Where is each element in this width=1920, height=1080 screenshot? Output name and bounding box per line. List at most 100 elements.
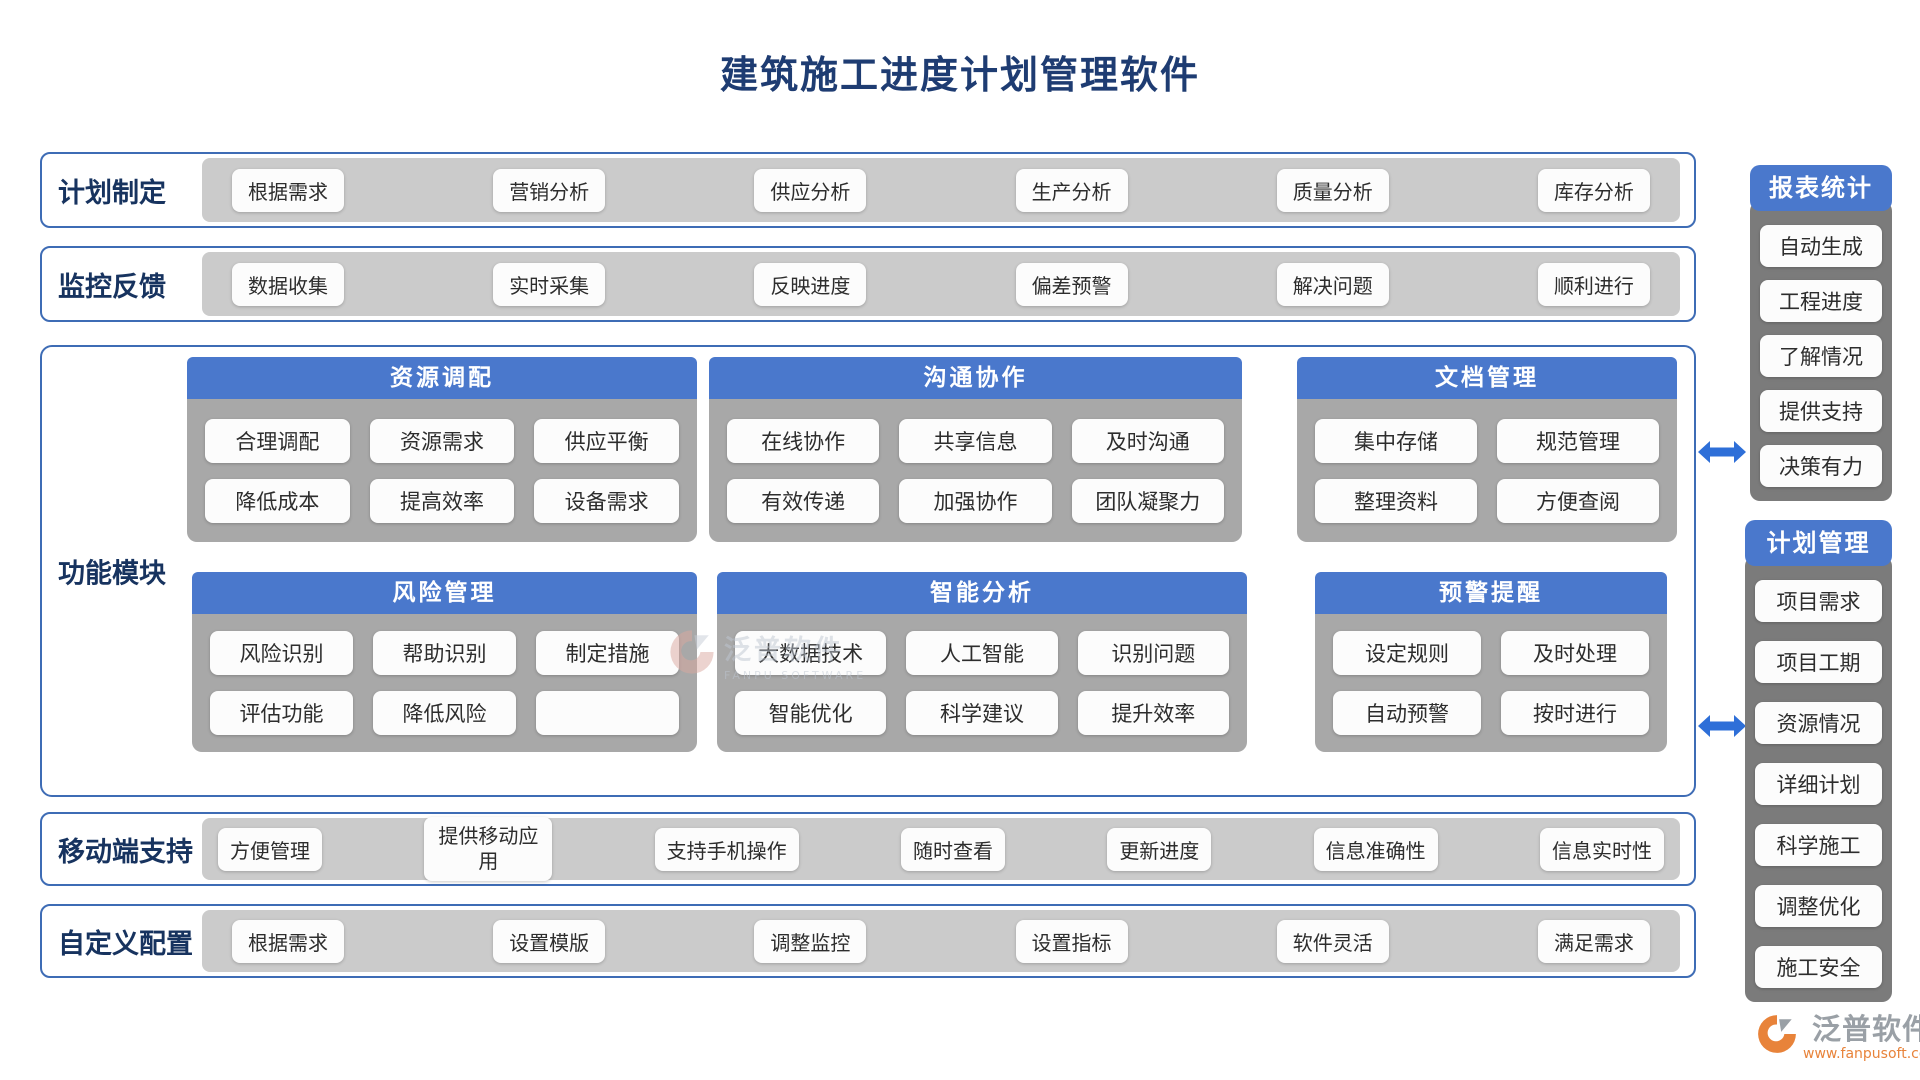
chip-monitor-4[interactable]: 偏差预警: [1015, 262, 1128, 306]
chip-alert-4[interactable]: 按时进行: [1501, 691, 1649, 735]
panel-header-analysis: 智能分析: [717, 572, 1247, 614]
panel-alert: 预警提醒 设定规则 及时处理 自动预警 按时进行: [1315, 572, 1667, 752]
chip-mobile-3[interactable]: 支持手机操作: [654, 827, 799, 871]
chip-monitor-2[interactable]: 实时采集: [493, 262, 606, 306]
chip-doc-2[interactable]: 规范管理: [1497, 418, 1659, 463]
chip-resource-2[interactable]: 资源需求: [369, 418, 515, 463]
chip-comm-1[interactable]: 在线协作: [727, 418, 880, 463]
chip-mobile-2[interactable]: 提供移动应用: [424, 817, 553, 881]
modules-box: 功能模块 资源调配 合理调配 资源需求 供应平衡 降低成本 提高效率 设备需求 …: [40, 345, 1696, 797]
panel-risk: 风险管理 风险识别 帮助识别 制定措施 评估功能 降低风险: [192, 572, 697, 752]
footer-url-link[interactable]: www.fanpusoft.com: [1803, 1046, 1920, 1062]
sidebar-report-item-5[interactable]: 决策有力: [1760, 445, 1882, 487]
chip-risk-4[interactable]: 评估功能: [210, 691, 353, 735]
double-arrow-icon: [1698, 441, 1746, 463]
footer-brand-name: 泛普软件: [1812, 1012, 1920, 1046]
chip-plan-3[interactable]: 供应分析: [754, 168, 867, 212]
panel-header-resource: 资源调配: [187, 357, 697, 399]
chip-plan-5[interactable]: 质量分析: [1276, 168, 1389, 212]
chip-comm-3[interactable]: 及时沟通: [1071, 418, 1224, 463]
chip-risk-1[interactable]: 风险识别: [210, 631, 353, 675]
chip-alert-1[interactable]: 设定规则: [1333, 631, 1481, 675]
chip-plan-6[interactable]: 库存分析: [1537, 168, 1650, 212]
sidebar-plan-item-2[interactable]: 项目工期: [1755, 641, 1882, 683]
chip-alert-2[interactable]: 及时处理: [1501, 631, 1649, 675]
chip-resource-6[interactable]: 设备需求: [534, 478, 679, 523]
row-monitor: 监控反馈 数据收集 实时采集 反映进度 偏差预警 解决问题 顺利进行: [40, 246, 1696, 322]
chip-mobile-1[interactable]: 方便管理: [218, 827, 322, 871]
chip-risk-3[interactable]: 制定措施: [536, 631, 679, 675]
chip-ai-1[interactable]: 大数据技术: [735, 631, 887, 675]
row-plan: 计划制定 根据需求 营销分析 供应分析 生产分析 质量分析 库存分析: [40, 152, 1696, 228]
chip-custom-2[interactable]: 设置模版: [493, 919, 606, 963]
chip-monitor-1[interactable]: 数据收集: [232, 262, 344, 306]
chip-ai-3[interactable]: 识别问题: [1077, 631, 1229, 675]
chip-risk-6[interactable]: [536, 691, 679, 735]
chip-monitor-5[interactable]: 解决问题: [1276, 262, 1389, 306]
footer-logo-icon: [1758, 1015, 1796, 1053]
panel-resource: 资源调配 合理调配 资源需求 供应平衡 降低成本 提高效率 设备需求: [187, 357, 697, 542]
chip-resource-4[interactable]: 降低成本: [205, 478, 350, 523]
chip-plan-2[interactable]: 营销分析: [493, 168, 606, 212]
chip-mobile-6[interactable]: 信息准确性: [1313, 827, 1438, 871]
chip-comm-6[interactable]: 团队凝聚力: [1071, 478, 1224, 523]
chip-doc-3[interactable]: 整理资料: [1315, 478, 1477, 523]
panel-body-resource: 合理调配 资源需求 供应平衡 降低成本 提高效率 设备需求: [187, 399, 697, 542]
chip-ai-6[interactable]: 提升效率: [1077, 691, 1229, 735]
chip-risk-5[interactable]: 降低风险: [373, 691, 516, 735]
chip-plan-1[interactable]: 根据需求: [232, 168, 344, 212]
sidebar-plan-item-7[interactable]: 施工安全: [1755, 946, 1882, 988]
footer-brand-block: 泛普软件 www.fanpusoft.com: [1756, 1006, 1920, 1062]
chip-doc-4[interactable]: 方便查阅: [1497, 478, 1659, 523]
sidebar-plan-item-6[interactable]: 调整优化: [1755, 885, 1882, 927]
sidebar-plan-item-5[interactable]: 科学施工: [1755, 824, 1882, 866]
sidebar-report-item-3[interactable]: 了解情况: [1760, 335, 1882, 377]
sidebar-report-body: 自动生成 工程进度 了解情况 提供支持 决策有力: [1750, 201, 1892, 501]
chip-mobile-7[interactable]: 信息实时性: [1539, 827, 1664, 871]
chip-ai-4[interactable]: 智能优化: [735, 691, 887, 735]
chip-custom-3[interactable]: 调整监控: [754, 919, 867, 963]
chip-custom-1[interactable]: 根据需求: [232, 919, 344, 963]
row-label-monitor: 监控反馈: [58, 271, 166, 303]
chip-ai-5[interactable]: 科学建议: [906, 691, 1058, 735]
row-bar-custom: 根据需求 设置模版 调整监控 设置指标 软件灵活 满足需求: [202, 910, 1680, 972]
chip-comm-4[interactable]: 有效传递: [727, 478, 880, 523]
sidebar-report-box: 报表统计 自动生成 工程进度 了解情况 提供支持 决策有力: [1750, 165, 1892, 501]
panel-communication: 沟通协作 在线协作 共享信息 及时沟通 有效传递 加强协作 团队凝聚力: [709, 357, 1242, 542]
chip-alert-3[interactable]: 自动预警: [1333, 691, 1481, 735]
panel-body-analysis: 大数据技术 人工智能 识别问题 智能优化 科学建议 提升效率: [717, 614, 1247, 752]
sidebar-plan-item-1[interactable]: 项目需求: [1755, 580, 1882, 622]
chip-mobile-5[interactable]: 更新进度: [1107, 827, 1212, 871]
chip-plan-4[interactable]: 生产分析: [1015, 168, 1128, 212]
panel-document: 文档管理 集中存储 规范管理 整理资料 方便查阅: [1297, 357, 1677, 542]
row-bar-monitor: 数据收集 实时采集 反映进度 偏差预警 解决问题 顺利进行: [202, 252, 1680, 316]
chip-custom-5[interactable]: 软件灵活: [1276, 919, 1389, 963]
sidebar-plan-item-3[interactable]: 资源情况: [1755, 702, 1882, 744]
sidebar-report-title: 报表统计: [1750, 165, 1892, 211]
sidebar-report-item-2[interactable]: 工程进度: [1760, 280, 1882, 322]
chip-ai-2[interactable]: 人工智能: [906, 631, 1058, 675]
panel-analysis: 智能分析 大数据技术 人工智能 识别问题 智能优化 科学建议 提升效率: [717, 572, 1247, 752]
chip-resource-1[interactable]: 合理调配: [205, 418, 350, 463]
sidebar-plan-box: 计划管理 项目需求 项目工期 资源情况 详细计划 科学施工 调整优化 施工安全: [1745, 520, 1892, 1002]
chip-mobile-4[interactable]: 随时查看: [900, 827, 1005, 871]
chip-comm-2[interactable]: 共享信息: [899, 418, 1052, 463]
panel-body-document: 集中存储 规范管理 整理资料 方便查阅: [1297, 399, 1677, 542]
chip-custom-6[interactable]: 满足需求: [1537, 919, 1650, 963]
chip-monitor-6[interactable]: 顺利进行: [1537, 262, 1650, 306]
row-mobile: 移动端支持 方便管理 提供移动应用 支持手机操作 随时查看 更新进度 信息准确性…: [40, 812, 1696, 886]
chip-resource-5[interactable]: 提高效率: [369, 478, 515, 523]
panel-header-communication: 沟通协作: [709, 357, 1242, 399]
chip-monitor-3[interactable]: 反映进度: [754, 262, 867, 306]
panel-body-alert: 设定规则 及时处理 自动预警 按时进行: [1315, 614, 1667, 752]
sidebar-report-item-1[interactable]: 自动生成: [1760, 225, 1882, 267]
panel-header-alert: 预警提醒: [1315, 572, 1667, 614]
chip-risk-2[interactable]: 帮助识别: [373, 631, 516, 675]
chip-comm-5[interactable]: 加强协作: [899, 478, 1052, 523]
chip-resource-3[interactable]: 供应平衡: [534, 418, 679, 463]
chip-doc-1[interactable]: 集中存储: [1315, 418, 1477, 463]
chip-custom-4[interactable]: 设置指标: [1015, 919, 1128, 963]
sidebar-report-item-4[interactable]: 提供支持: [1760, 390, 1882, 432]
sidebar-plan-item-4[interactable]: 详细计划: [1755, 763, 1882, 805]
